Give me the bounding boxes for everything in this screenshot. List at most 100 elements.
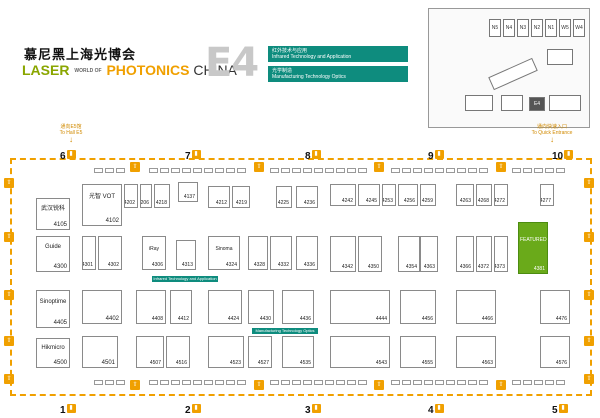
small-booth[interactable] — [149, 380, 158, 385]
small-booth[interactable] — [116, 168, 125, 173]
booth-4328[interactable]: 4328 — [248, 236, 268, 270]
booth-4501[interactable]: 4501 — [82, 336, 118, 368]
booth-4555[interactable]: 4555 — [400, 336, 436, 368]
gate-bottom-1[interactable]: 1▮ — [60, 400, 76, 418]
small-booth[interactable] — [303, 168, 312, 173]
booth-4372[interactable]: 4372 — [476, 236, 492, 272]
small-booth[interactable] — [402, 168, 411, 173]
booth-4256[interactable]: 4256 — [398, 184, 418, 206]
booth-4456[interactable]: 4456 — [400, 290, 436, 324]
booth-4363[interactable]: 4363 — [420, 236, 438, 272]
booth-4225[interactable]: 4225 — [276, 186, 292, 208]
booth-4543[interactable]: 4543 — [330, 336, 390, 368]
booth-4253[interactable]: 4253 — [382, 184, 396, 206]
small-booth[interactable] — [457, 380, 466, 385]
small-booth[interactable] — [237, 380, 246, 385]
gate-top-8[interactable]: 8▮ — [305, 146, 321, 164]
small-booth[interactable] — [534, 168, 543, 173]
booth-4507[interactable]: 4507 — [136, 336, 164, 368]
small-booth[interactable] — [336, 168, 345, 173]
small-booth[interactable] — [545, 380, 554, 385]
small-booth[interactable] — [270, 168, 279, 173]
small-booth[interactable] — [523, 380, 532, 385]
small-booth[interactable] — [435, 168, 444, 173]
small-booth[interactable] — [347, 380, 356, 385]
booth-4259[interactable]: 4259 — [420, 184, 436, 206]
small-booth[interactable] — [325, 380, 334, 385]
small-booth[interactable] — [281, 168, 290, 173]
booth-4277[interactable]: 4277 — [540, 184, 554, 206]
small-booth[interactable] — [193, 168, 202, 173]
gate-top-7[interactable]: 7▮ — [185, 146, 201, 164]
booth-4373[interactable]: 4373 — [494, 236, 508, 272]
booth-4236[interactable]: 4236 — [296, 186, 318, 208]
small-booth[interactable] — [160, 168, 169, 173]
booth-4332[interactable]: 4332 — [270, 236, 292, 270]
small-booth[interactable] — [336, 380, 345, 385]
booth-4218[interactable]: 4218 — [154, 184, 170, 208]
small-booth[interactable] — [424, 168, 433, 173]
booth-4242[interactable]: 4242 — [330, 184, 356, 206]
small-booth[interactable] — [193, 380, 202, 385]
booth-4336[interactable]: 4336 — [296, 236, 318, 270]
small-booth[interactable] — [556, 380, 565, 385]
booth-4516[interactable]: 4516 — [166, 336, 190, 368]
booth-4245[interactable]: 4245 — [358, 184, 380, 206]
small-booth[interactable] — [402, 380, 411, 385]
small-booth[interactable] — [226, 168, 235, 173]
small-booth[interactable] — [226, 380, 235, 385]
booth-4272[interactable]: 4272 — [494, 184, 508, 206]
small-booth[interactable] — [545, 168, 554, 173]
booth-4302[interactable]: 4302 — [98, 236, 122, 270]
small-booth[interactable] — [479, 168, 488, 173]
gate-top-10[interactable]: 10▮ — [552, 146, 574, 164]
small-booth[interactable] — [413, 380, 422, 385]
small-booth[interactable] — [325, 168, 334, 173]
small-booth[interactable] — [435, 380, 444, 385]
small-booth[interactable] — [468, 380, 477, 385]
booth-4563[interactable]: 4563 — [456, 336, 496, 368]
small-booth[interactable] — [534, 380, 543, 385]
small-booth[interactable] — [204, 380, 213, 385]
small-booth[interactable] — [512, 380, 521, 385]
small-booth[interactable] — [413, 168, 422, 173]
booth-4535[interactable]: 4535 — [282, 336, 314, 368]
small-booth[interactable] — [523, 168, 532, 173]
small-booth[interactable] — [281, 380, 290, 385]
booth-4408[interactable]: 4408 — [136, 290, 166, 324]
booth-4212[interactable]: 4212 — [208, 186, 230, 208]
small-booth[interactable] — [270, 380, 279, 385]
booth-4350[interactable]: 4350 — [358, 236, 382, 272]
small-booth[interactable] — [215, 380, 224, 385]
booth-4424[interactable]: 4424 — [208, 290, 242, 324]
booth-4263[interactable]: 4263 — [456, 184, 474, 206]
gate-top-6[interactable]: 6▮ — [60, 146, 76, 164]
gate-bottom-2[interactable]: 2▮ — [185, 400, 201, 418]
gate-bottom-4[interactable]: 4▮ — [428, 400, 444, 418]
small-booth[interactable] — [160, 380, 169, 385]
small-booth[interactable] — [446, 380, 455, 385]
booth-4342[interactable]: 4342 — [330, 236, 356, 272]
gate-top-9[interactable]: 9▮ — [428, 146, 444, 164]
small-booth[interactable] — [479, 380, 488, 385]
small-booth[interactable] — [424, 380, 433, 385]
booth-4268[interactable]: 4268 — [476, 184, 492, 206]
small-booth[interactable] — [116, 380, 125, 385]
small-booth[interactable] — [204, 168, 213, 173]
small-booth[interactable] — [314, 380, 323, 385]
small-booth[interactable] — [182, 168, 191, 173]
small-booth[interactable] — [391, 168, 400, 173]
booth-4206[interactable]: 4206 — [140, 184, 152, 208]
booth-4430[interactable]: 4430 — [248, 290, 274, 324]
small-booth[interactable] — [94, 380, 103, 385]
small-booth[interactable] — [468, 168, 477, 173]
booth-4523[interactable]: 4523 — [208, 336, 244, 368]
small-booth[interactable] — [237, 168, 246, 173]
booth-4313[interactable]: 4313 — [176, 240, 196, 270]
small-booth[interactable] — [149, 168, 158, 173]
